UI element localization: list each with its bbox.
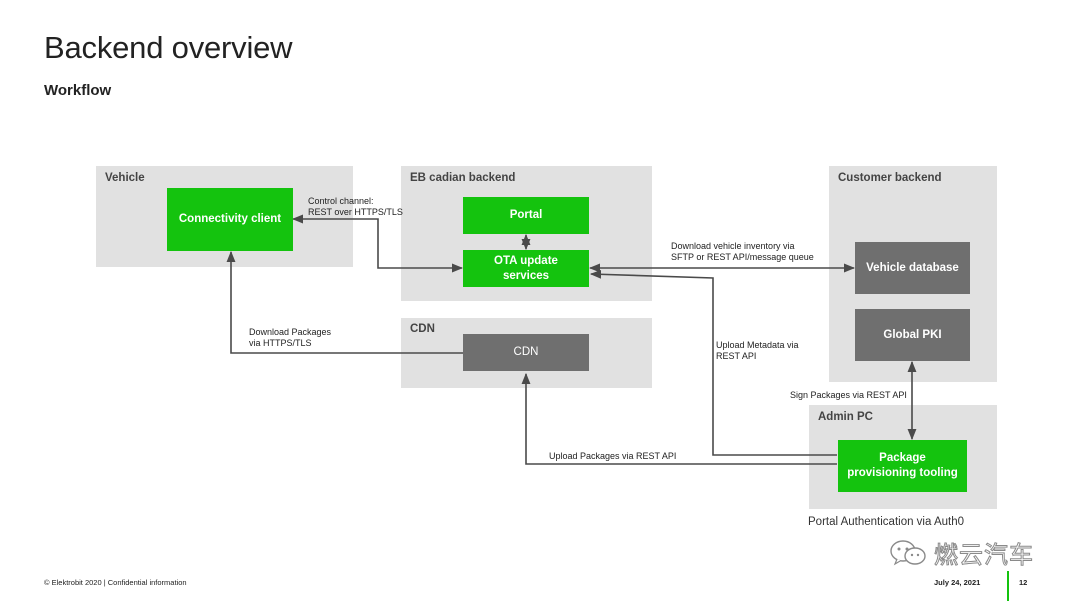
label-download-packages: Download Packages via HTTPS/TLS bbox=[249, 327, 331, 349]
label-control-channel-line2: REST over HTTPS/TLS bbox=[308, 207, 403, 217]
region-vehicle-label: Vehicle bbox=[105, 172, 145, 184]
watermark: 燃云汽车 bbox=[888, 535, 1034, 570]
label-download-inventory-line2: SFTP or REST API/message queue bbox=[671, 252, 814, 262]
footer-copyright: © Elektrobit 2020 | Confidential informa… bbox=[44, 578, 187, 587]
watermark-text: 燃云汽车 bbox=[934, 541, 1034, 570]
label-upload-metadata: Upload Metadata via REST API bbox=[716, 340, 799, 362]
edge-upload-metadata bbox=[589, 269, 837, 456]
node-portal: Portal bbox=[463, 197, 589, 234]
footer-date: July 24, 2021 bbox=[934, 578, 981, 587]
label-upload-packages: Upload Packages via REST API bbox=[549, 451, 677, 461]
region-cdn-label: CDN bbox=[410, 323, 435, 335]
edge-control-channel bbox=[291, 214, 464, 273]
edge-upload-packages bbox=[521, 372, 837, 465]
page-subtitle: Workflow bbox=[44, 82, 112, 99]
region-admin-pc-label: Admin PC bbox=[818, 411, 873, 423]
node-cdn: CDN bbox=[463, 334, 589, 371]
footer-page-number: 12 bbox=[1019, 578, 1028, 587]
node-global-pki: Global PKI bbox=[855, 309, 970, 361]
wechat-icon bbox=[890, 539, 926, 565]
page-title: Backend overview bbox=[44, 30, 293, 65]
region-eb-backend-label: EB cadian backend bbox=[410, 172, 516, 184]
region-customer-backend-label: Customer backend bbox=[838, 172, 942, 184]
label-download-packages-line1: Download Packages bbox=[249, 327, 332, 337]
label-download-inventory: Download vehicle inventory via SFTP or R… bbox=[671, 241, 814, 263]
label-sign-packages: Sign Packages via REST API bbox=[790, 390, 907, 400]
node-vehicle-database: Vehicle database bbox=[855, 242, 970, 294]
label-download-packages-line2: via HTTPS/TLS bbox=[249, 338, 312, 348]
node-ota-update-services: OTA update services bbox=[463, 250, 589, 287]
label-download-inventory-line1: Download vehicle inventory via bbox=[671, 241, 795, 251]
node-package-provisioning-tooling: Package provisioning tooling bbox=[838, 440, 967, 492]
footer-divider bbox=[1007, 571, 1009, 601]
label-upload-metadata-line2: REST API bbox=[716, 351, 757, 361]
node-connectivity-client: Connectivity client bbox=[167, 188, 293, 251]
label-upload-metadata-line1: Upload Metadata via bbox=[716, 340, 799, 350]
label-control-channel-line1: Control channel: bbox=[308, 196, 374, 206]
label-control-channel: Control channel: REST over HTTPS/TLS bbox=[308, 196, 403, 218]
portal-auth-note: Portal Authentication via Auth0 bbox=[808, 516, 964, 528]
edge-download-packages bbox=[226, 250, 463, 354]
